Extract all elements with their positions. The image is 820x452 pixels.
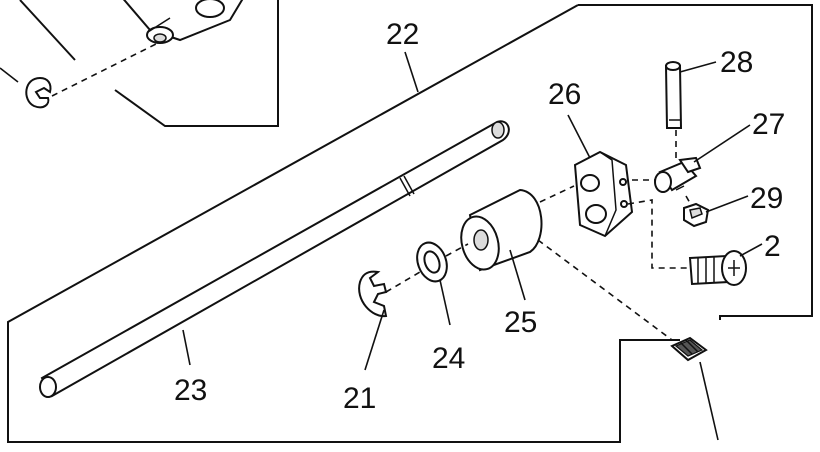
leader-28 — [679, 61, 717, 73]
label-21: 21 — [343, 382, 376, 415]
nut-29 — [683, 202, 710, 228]
dash-screw-2 — [627, 199, 690, 269]
leader-25 — [509, 249, 526, 301]
inset-frame-diagonal — [19, 0, 76, 61]
main-frame — [7, 4, 813, 443]
block-26 — [573, 150, 634, 238]
dash-inset — [51, 41, 161, 97]
inset-frame — [0, 0, 279, 127]
label-26: 26 — [548, 78, 581, 111]
e-ring-left — [25, 76, 52, 109]
label-24: 24 — [432, 342, 465, 375]
leader-23 — [182, 329, 191, 366]
label-23: 23 — [174, 374, 207, 407]
bracket-part — [122, 0, 244, 44]
label-27: 27 — [752, 108, 785, 141]
e-ring-21 — [358, 270, 388, 318]
leader-2 — [739, 243, 763, 257]
leader-24 — [439, 279, 451, 326]
screw-2 — [688, 250, 747, 286]
stud-27 — [654, 156, 702, 193]
label-29: 29 — [750, 182, 783, 215]
dash-screw-lower — [537, 239, 673, 341]
leader-29 — [705, 195, 749, 213]
leader-26 — [567, 114, 591, 159]
shaft-23 — [39, 120, 510, 398]
collar-25 — [460, 188, 543, 272]
leader-left-edge — [0, 67, 19, 83]
leader-27 — [693, 124, 751, 163]
leader-22 — [404, 51, 419, 93]
leader-set-screw — [699, 361, 719, 441]
pin-28 — [664, 61, 683, 129]
washer-24 — [416, 241, 448, 283]
dash-shaft-axis — [385, 179, 660, 293]
leader-21 — [364, 309, 385, 371]
label-25: 25 — [504, 306, 537, 339]
label-28: 28 — [720, 46, 753, 79]
label-2: 2 — [764, 230, 781, 263]
label-22: 22 — [386, 18, 419, 51]
set-screw — [670, 336, 708, 362]
